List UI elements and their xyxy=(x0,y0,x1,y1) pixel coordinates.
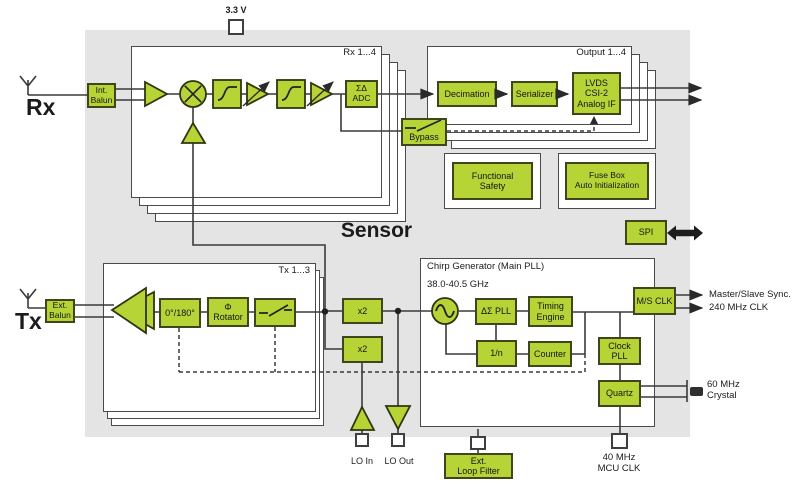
phi-rotator-block: Φ Rotator xyxy=(207,297,249,327)
lvds-csi2-analog-if-block: LVDS CSI-2 Analog IF xyxy=(572,72,621,115)
tx-stack-sheet-1 xyxy=(103,263,316,412)
delta-sigma-pll-block: ΔΣ PLL xyxy=(475,298,517,325)
ext-loop-filter-block: Ext. Loop Filter xyxy=(444,453,513,479)
crystal-icon xyxy=(690,387,703,396)
mcu-clk-label: 40 MHz MCU CLK xyxy=(597,452,641,474)
ms-clk-block: M/S CLK xyxy=(633,287,676,315)
ext-loop-filter-pad xyxy=(470,436,486,450)
lo-in-label: LO In xyxy=(350,456,373,466)
tx-antenna-icon xyxy=(19,288,45,309)
spi-block: SPI xyxy=(625,220,667,245)
tx-stack-label: Tx 1...3 xyxy=(278,265,310,276)
freq-doubler-2-block: x2 xyxy=(342,336,383,363)
clock-pll-block: Clock PLL xyxy=(598,337,641,365)
chirp-title: Chirp Generator (Main PLL) xyxy=(427,261,545,272)
lo-out-pad xyxy=(391,433,405,447)
sigma-delta-adc-block: ΣΔ ADC xyxy=(345,80,378,108)
counter-block: Counter xyxy=(528,341,572,367)
sensor-label: Sensor xyxy=(340,219,413,242)
ext-balun-block: Ext. Balun xyxy=(45,299,75,323)
serializer-block: Serializer xyxy=(511,81,558,107)
rx-stack-label: Rx 1...4 xyxy=(343,47,376,58)
tx-switch-block xyxy=(254,298,296,327)
bypass-block: Bypass xyxy=(401,118,447,146)
clk-240-label: 240 MHz CLK xyxy=(709,302,769,313)
master-slave-sync-label: Master/Slave Sync. xyxy=(709,289,791,300)
decimation-block: Decimation xyxy=(437,81,497,107)
int-balun-block: Int. Balun xyxy=(87,83,116,108)
mcu-clk-pad xyxy=(611,433,628,449)
output-stack-label: Output 1...4 xyxy=(576,47,626,58)
lo-in-pad xyxy=(355,433,369,447)
rx-label: Rx xyxy=(26,94,56,120)
tx-label: Tx xyxy=(15,308,42,334)
crystal-label: 60 MHz Crystal xyxy=(707,379,740,401)
rx-stack-sheet-1 xyxy=(131,46,382,198)
divider-1n-block: 1/n xyxy=(476,340,517,367)
freq-doubler-1-block: x2 xyxy=(342,298,383,324)
rx-antenna-icon xyxy=(19,75,87,96)
phase-0-180-block: 0°/180° xyxy=(159,298,201,328)
quartz-block: Quartz xyxy=(598,380,641,407)
functional-safety-block: Functional Safety xyxy=(452,162,533,200)
lo-out-label: LO Out xyxy=(384,456,414,466)
supply-label: 3.3 V xyxy=(225,5,247,15)
fuse-box-block: Fuse Box Auto Initialization xyxy=(565,162,649,200)
chirp-range-label: 38.0-40.5 GHz xyxy=(427,279,489,290)
timing-engine-block: Timing Engine xyxy=(528,296,573,327)
supply-pad xyxy=(228,19,244,35)
